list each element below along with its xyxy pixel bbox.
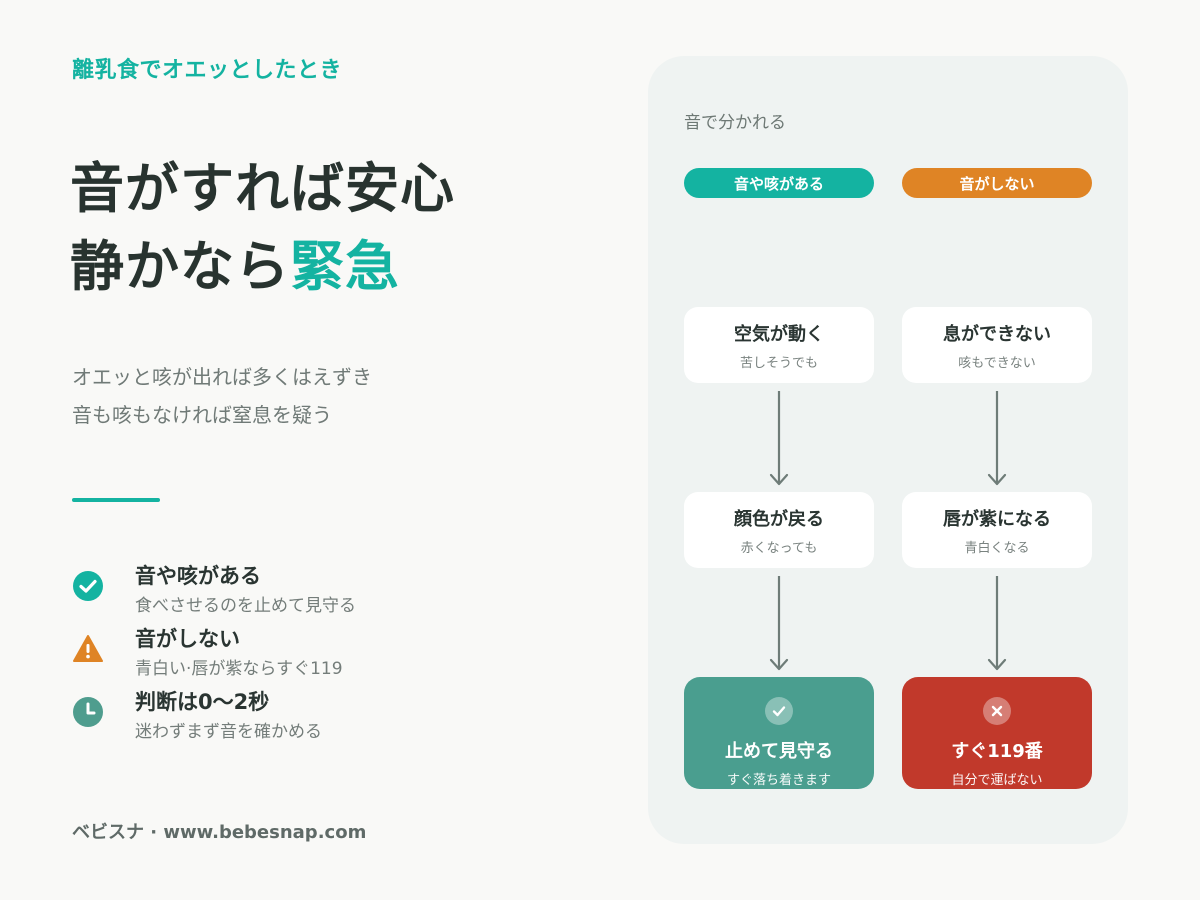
result-sub: 自分で運ばない [951, 773, 1043, 788]
check-icon [765, 697, 793, 725]
subtext: オエッと咳が出れば多くはえずき 音も咳もなければ窒息を疑う [72, 358, 372, 434]
headline-line-2: 静かなら緊急 [70, 228, 455, 306]
point-sound-cough: 音や咳がある 食べさせるのを止めて見守る [72, 560, 512, 623]
close-icon [983, 697, 1011, 725]
step-sub: 青白くなる [964, 540, 1030, 556]
point-no-sound: 音がしない 青白い·唇が紫ならすぐ119 [72, 623, 512, 686]
point-desc: 迷わずまず音を確かめる [135, 722, 322, 742]
step-title: 唇が紫になる [943, 508, 1051, 530]
pill-sound-cough: 音や咳がある [684, 168, 874, 198]
subtext-line-1: オエッと咳が出れば多くはえずき [72, 365, 372, 389]
point-title: 音がしない [135, 627, 240, 651]
point-desc: 青白い·唇が紫ならすぐ119 [135, 659, 343, 679]
result-call-119: すぐ119番 自分で運ばない [902, 677, 1092, 789]
result-title: すぐ119番 [951, 741, 1043, 762]
point-timing: 判断は0～2秒 迷わずまず音を確かめる [72, 686, 512, 749]
step-title: 息ができない [943, 323, 1051, 345]
check-circle-icon [72, 570, 104, 602]
subtext-line-2: 音も咳もなければ窒息を疑う [72, 403, 332, 427]
step-title: 空気が動く [734, 323, 824, 345]
key-points-list: 音や咳がある 食べさせるのを止めて見守る 音がしない 青白い·唇が紫ならすぐ11… [72, 560, 512, 749]
point-title: 判断は0～2秒 [135, 690, 270, 714]
pill-no-sound: 音がしない [902, 168, 1092, 198]
result-sub: すぐ落ち着きます [726, 773, 831, 788]
result-watch: 止めて見守る すぐ落ち着きます [684, 677, 874, 789]
arrow-down-icon [987, 391, 1007, 486]
divider [72, 498, 160, 502]
footer-credit: ベビスナ · www.bebesnap.com [72, 822, 367, 843]
step-title: 顔色が戻る [734, 508, 824, 530]
point-title: 音や咳がある [135, 564, 261, 588]
warning-triangle-icon [72, 633, 104, 665]
step-card: 唇が紫になる 青白くなる [902, 492, 1092, 568]
arrow-down-icon [987, 576, 1007, 671]
step-sub: 赤くなっても [740, 540, 818, 556]
headline-accent: 緊急 [290, 235, 400, 298]
flow-panel: 音で分かれる 音や咳がある 空気が動く 苦しそうでも 顔色が戻る 赤くなっても … [648, 56, 1128, 844]
eyebrow-title: 離乳食でオエッとしたとき [72, 58, 343, 83]
step-card: 顔色が戻る 赤くなっても [684, 492, 874, 568]
clock-icon [72, 696, 104, 728]
point-desc: 食べさせるのを止めて見守る [135, 596, 356, 616]
step-card: 息ができない 咳もできない [902, 307, 1092, 383]
headline-line-1: 音がすれば安心 [70, 157, 455, 220]
arrow-down-icon [769, 576, 789, 671]
arrow-down-icon [769, 391, 789, 486]
step-sub: 咳もできない [958, 355, 1036, 371]
panel-label: 音で分かれる [684, 113, 786, 133]
step-sub: 苦しそうでも [739, 355, 818, 371]
result-title: 止めて見守る [725, 741, 833, 762]
headline-line-2-plain: 静かなら [70, 235, 290, 298]
headline: 音がすれば安心 静かなら緊急 [70, 150, 455, 306]
step-card: 空気が動く 苦しそうでも [684, 307, 874, 383]
